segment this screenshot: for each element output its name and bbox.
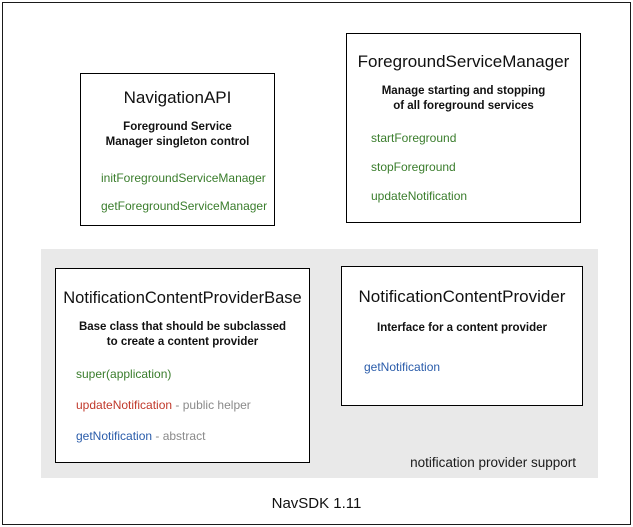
class-box-description-line: Foreground Service (123, 120, 232, 133)
group-panel-label: notification provider support (410, 455, 576, 470)
method-item[interactable]: getForegroundServiceManager (101, 198, 268, 214)
class-box-foreground-service-manager[interactable]: ForegroundServiceManager Manage starting… (346, 33, 581, 223)
class-box-description: Foreground Service Manager singleton con… (91, 120, 264, 151)
class-box-method-list: super(application) updateNotification - … (62, 367, 303, 444)
method-item[interactable]: getNotification (364, 360, 574, 375)
class-box-method-list: startForeground stopForeground updateNot… (357, 131, 570, 204)
class-box-description: Manage starting and stopping of all fore… (357, 84, 570, 115)
class-box-notification-content-provider-base[interactable]: NotificationContentProviderBase Base cla… (55, 268, 310, 463)
method-name: super(application) (76, 367, 172, 381)
method-name: getNotification (364, 360, 441, 375)
method-note: - abstract (152, 429, 206, 443)
method-note: - public helper (172, 398, 251, 412)
method-name: stopForeground (371, 159, 456, 174)
method-name: startForeground (371, 130, 457, 145)
class-box-description: Base class that should be subclassed to … (62, 320, 303, 351)
class-box-notification-content-provider[interactable]: NotificationContentProvider Interface fo… (341, 266, 583, 406)
method-item[interactable]: getNotification - abstract (76, 429, 303, 444)
class-box-method-list: getNotification (350, 360, 574, 375)
method-name: updateNotification (371, 188, 468, 203)
method-name: getForegroundServiceManager (101, 198, 268, 213)
class-box-title: NotificationContentProviderBase (63, 289, 302, 307)
class-box-title: NotificationContentProvider (358, 287, 566, 306)
footer-version-label: NavSDK 1.11 (271, 495, 362, 512)
class-box-navigation-api[interactable]: NavigationAPI Foreground Service Manager… (80, 73, 275, 226)
class-box-description-line: Base class that should be subclassed (78, 320, 287, 333)
class-box-description-line: to create a content provider (106, 336, 259, 349)
method-item[interactable]: startForeground (371, 131, 570, 146)
method-name: initForegroundServiceManager (101, 170, 266, 185)
class-box-title: NavigationAPI (123, 88, 232, 107)
method-item[interactable]: updateNotification - public helper (76, 398, 303, 413)
class-box-method-list: initForegroundServiceManager getForegrou… (91, 170, 268, 214)
method-item[interactable]: updateNotification (371, 189, 570, 204)
method-item[interactable]: stopForeground (371, 160, 570, 175)
class-box-description-line: Manage starting and stopping (381, 84, 546, 97)
class-box-description: Interface for a content provider (350, 321, 574, 337)
method-item[interactable]: super(application) (76, 367, 303, 382)
method-name: getNotification (76, 429, 153, 443)
class-box-title: ForegroundServiceManager (357, 52, 570, 71)
method-item[interactable]: initForegroundServiceManager (101, 170, 266, 186)
class-box-description-line: of all foreground services (393, 100, 534, 113)
class-box-description-line: Interface for a content provider (377, 321, 547, 334)
class-box-description-line: Manager singleton control (105, 136, 250, 149)
method-name: updateNotification (76, 398, 173, 412)
